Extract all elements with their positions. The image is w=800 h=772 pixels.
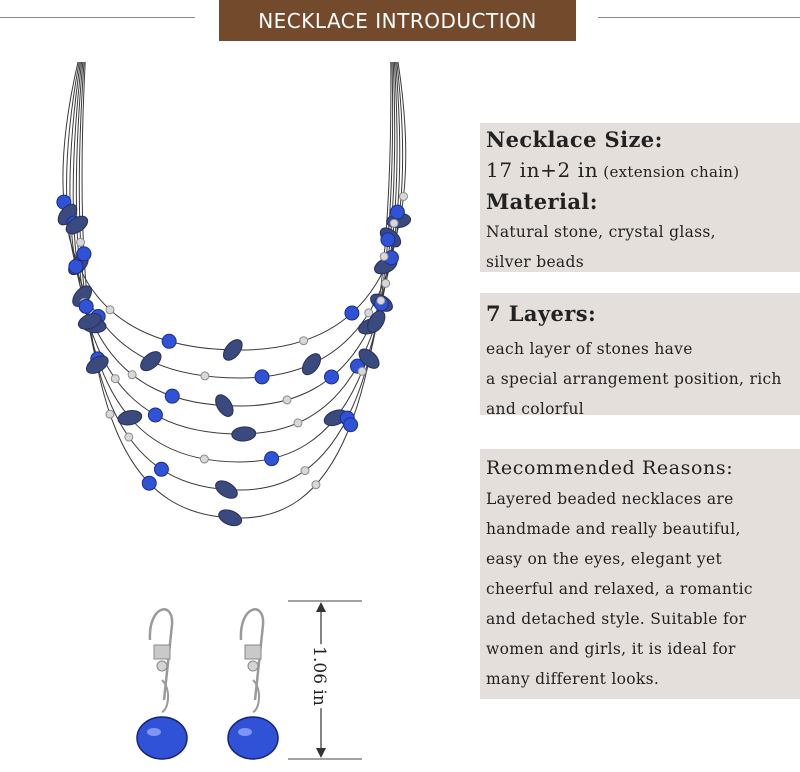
silver-bead <box>105 409 115 419</box>
silver-bead <box>110 374 120 384</box>
crystal-bead <box>324 369 340 385</box>
silver-bead <box>127 370 137 380</box>
stone-chip <box>77 313 102 330</box>
size-material-panel: Necklace Size: 17 in+2 in (extension cha… <box>480 123 800 272</box>
crystal-bead <box>254 369 270 385</box>
silver-bead <box>300 466 310 476</box>
silver-bead <box>105 305 115 315</box>
silver-bead <box>381 278 391 288</box>
crystal-bead <box>147 407 163 423</box>
right-earring <box>227 608 279 760</box>
crystal-bead <box>161 333 177 349</box>
stone-chip <box>85 355 109 374</box>
reasons-line: cheerful and relaxed, a romantic <box>486 580 753 598</box>
left-rule <box>0 17 195 18</box>
silver-bead <box>76 237 86 247</box>
material-line-1: Natural stone, crystal glass, <box>486 223 716 241</box>
size-line: 17 in+2 in (extension chain) <box>486 155 800 187</box>
silver-bead <box>200 371 210 381</box>
layers-panel: 7 Layers: each layer of stones have a sp… <box>480 293 800 418</box>
right-rule <box>598 17 800 18</box>
reasons-line: easy on the eyes, elegant yet <box>486 550 722 568</box>
silver-bead <box>299 336 309 346</box>
size-value: 17 in+2 in <box>486 158 599 182</box>
size-heading: Necklace Size: <box>486 127 663 152</box>
crystal-bead <box>141 475 157 491</box>
reasons-line: and detached style. Suitable for <box>486 610 747 628</box>
necklace-image <box>56 61 412 527</box>
stone-chip <box>358 348 380 369</box>
silver-bead <box>282 395 292 405</box>
crystal-bead <box>264 451 280 467</box>
crystal-bead <box>380 232 396 248</box>
necklace-strand <box>81 61 392 519</box>
reasons-heading: Recommended Reasons: <box>486 457 734 479</box>
necklace-strand <box>75 61 396 463</box>
material-heading: Material: <box>486 189 598 214</box>
silver-bead <box>124 432 134 442</box>
reasons-line: many different looks. <box>486 670 660 688</box>
stone-chip <box>215 480 238 499</box>
crystal-bead <box>343 417 359 433</box>
silver-bead <box>364 308 374 318</box>
crystal-bead <box>389 204 405 220</box>
stone-chip <box>140 351 162 372</box>
size-note: (extension chain) <box>603 163 740 181</box>
silver-bead <box>199 454 209 464</box>
silver-bead <box>379 252 389 262</box>
reasons-line: handmade and really beautiful, <box>486 520 741 538</box>
banner-title: NECKLACE INTRODUCTION <box>219 0 576 41</box>
material-line-2: silver beads <box>486 253 584 271</box>
stone-chip <box>301 353 322 376</box>
stone-chip <box>215 394 234 417</box>
silver-bead <box>376 296 386 306</box>
silver-bead <box>389 218 399 228</box>
layers-heading: 7 Layers: <box>486 301 597 326</box>
layers-line-3: and colorful <box>486 400 585 418</box>
reasons-line: women and girls, it is ideal for <box>486 640 736 658</box>
crystal-bead <box>68 258 84 274</box>
product-illustration <box>56 61 412 760</box>
layers-line-2: a special arrangement position, rich <box>486 370 782 388</box>
crystal-bead <box>76 246 92 262</box>
stone-chip <box>65 215 89 235</box>
earrings-image <box>136 608 279 760</box>
stone-chip <box>231 426 257 442</box>
silver-bead <box>311 480 321 490</box>
stone-chip <box>223 339 243 361</box>
reasons-panel: Recommended Reasons: Layered beaded neck… <box>480 449 800 699</box>
crystal-bead <box>153 461 169 477</box>
crystal-bead <box>344 305 360 321</box>
necklace-strand <box>66 61 404 379</box>
silver-bead <box>357 366 367 376</box>
layers-line-1: each layer of stones have <box>486 340 693 358</box>
reasons-line: Layered beaded necklaces are <box>486 490 734 508</box>
silver-bead <box>293 418 303 428</box>
crystal-bead <box>164 388 180 404</box>
stone-chip <box>218 509 243 527</box>
crystal-bead <box>78 298 94 314</box>
stone-chip <box>367 310 386 334</box>
stone-chip <box>117 409 143 426</box>
left-earring <box>136 608 188 760</box>
silver-bead <box>399 191 409 201</box>
